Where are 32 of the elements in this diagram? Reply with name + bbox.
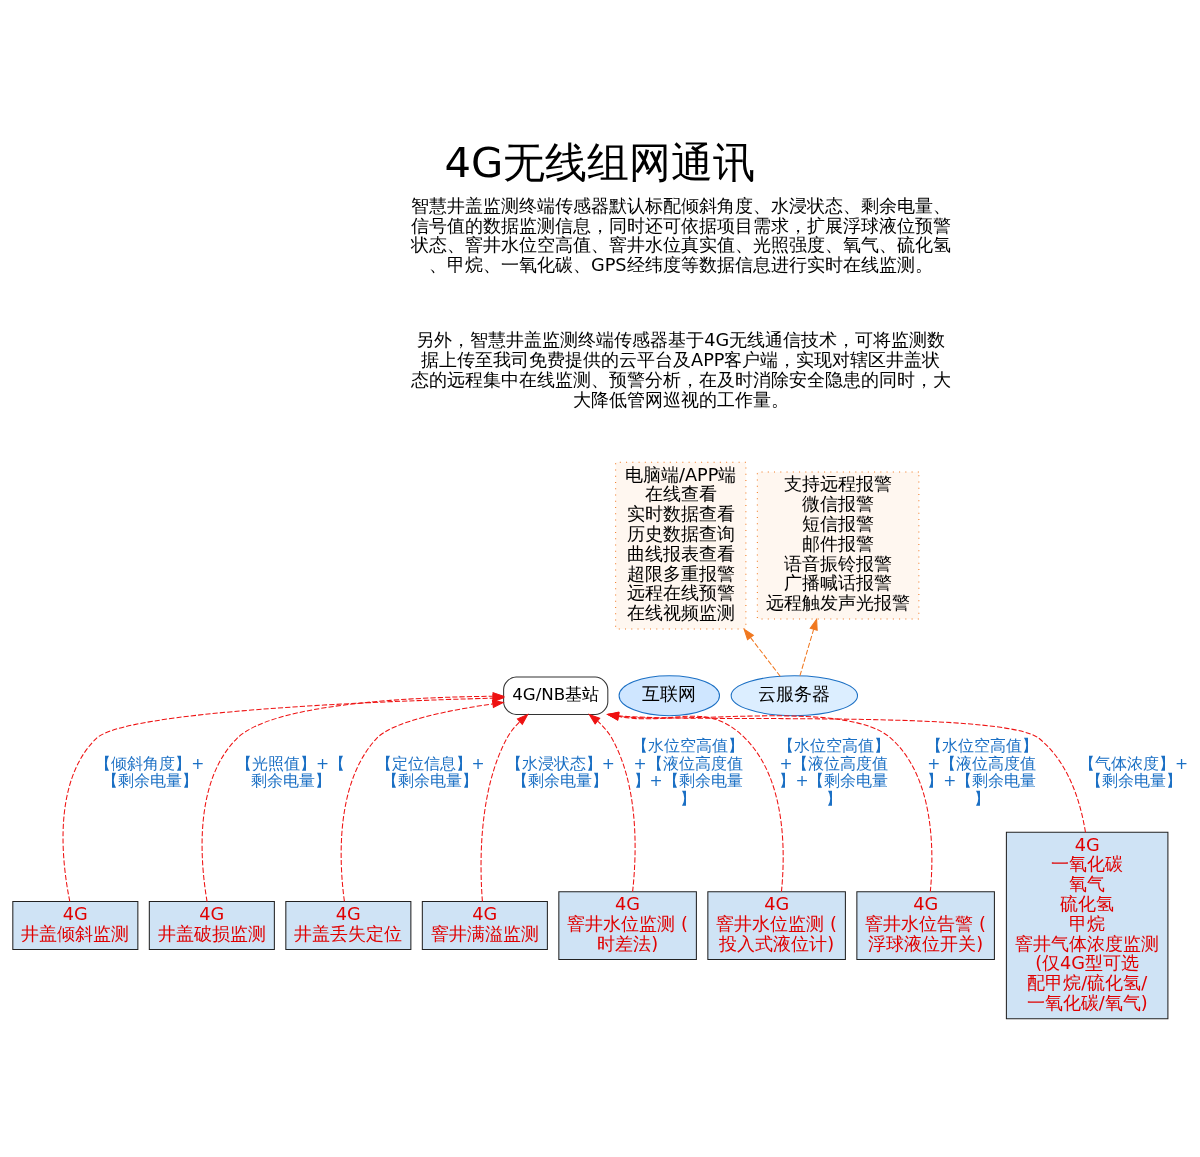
edge-label: 【水浸状态】+【剩余电量】 [505,753,615,790]
diagram-title: 4G无线组网通讯 [444,137,756,187]
edge-label: 【倾斜角度】+【剩余电量】 [95,753,205,790]
node-box: 4G 窨井满溢监测 [421,900,548,950]
arrow [606,711,1086,833]
node-box: 支持远程报警 微信报警 短信报警 邮件报警 语音振铃报警 广播喊话报警 远程触发声光报警 [756,471,920,620]
node-box: 4G/NB基站 [503,675,609,715]
node-box: 4G 井盖破损监测 [148,900,275,950]
edge-label: 【气体浓度】+【剩余电量】 [1078,753,1189,790]
edge-label: 【定位信息】+【剩余电量】 [375,753,485,790]
label: 智慧井盖监测终端传感器默认标配倾斜角度、水浸状态、剩余电量、信号值的数据监测信息，同时还可依据项目需求，扩展浮球液位预警状态、窨井水位空高值、窨井水位真实值、光照强度、氧气、硫化氢、甲烷、一氧化碳、GPS经纬度等数据信息进行实时在线监测。 [410,195,951,275]
node-box: 4G 窨井水位监测 (时差法) [558,890,697,960]
node-ellipse: 云服务器 [730,674,859,716]
arrow [588,713,636,892]
label: 另外，智慧井盖监测终端传感器基于4G无线通信技术，可将监测数据上传至我司免费提供的云平台及APP客户端，实现对辖区井盖状态的远程集中在线监测、预警分析，在及时消除安全隐患的同时，大大降低管网巡视的工作量。 [410,329,951,410]
edge-label: 【水位空高值】+【液位高度值】+【剩余电量】 [777,735,890,808]
node-box: 电脑端/APP端在线查看 实时数据查看 历史数据查询 曲线报表查看 超限多重报警 远程在线预警 在线视频监测 [615,461,747,629]
arrow [606,711,784,892]
arrow [743,627,781,677]
node-box: 4G 井盖丢失定位 [285,900,412,950]
node-box: 4G 窨井水位告警 (浮球液位开关) [856,890,995,960]
arrow [606,711,933,892]
edge-label: 【光照值】+【剩余电量】 [235,753,346,790]
edge-label: 【水位空高值】+【液位高度值】+【剩余电量】 [632,735,745,808]
edge-label: 【水位空高值】+【液位高度值】+【剩余电量】 [925,735,1038,808]
node-box: 4G 井盖倾斜监测 [12,900,139,950]
node-box: 4G 一氧化碳 氧气 硫化氢 甲烷 窨井气体浓度监测 (仅4G型可选配甲烷/硫化氢/一氧化碳/氧气) [1005,831,1169,1019]
node-box: 4G 窨井水位监测 (投入式液位计) [707,890,846,960]
arrow [340,699,505,902]
arrow [799,617,818,676]
arrow [480,713,529,902]
node-ellipse: 互联网 [618,674,720,716]
